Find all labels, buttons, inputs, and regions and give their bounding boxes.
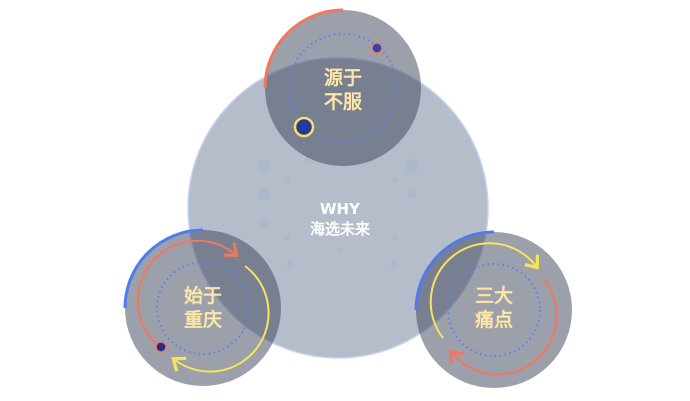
center-title: WHY — [320, 200, 361, 218]
node-top-line2: 不服 — [324, 91, 363, 113]
orbit-dot-icon — [155, 341, 167, 353]
node-top-line1: 源于 — [324, 66, 362, 89]
node-left-line1: 始于 — [184, 284, 222, 307]
node-right-line1: 三大 — [475, 284, 513, 307]
node-left-line2: 重庆 — [184, 308, 222, 331]
node-left: 始于 重庆 — [123, 228, 281, 386]
orbit-dot-icon — [371, 42, 383, 54]
dot-pattern — [257, 157, 419, 269]
node-right: 三大 痛点 — [414, 230, 572, 388]
center-subtitle: 海选未来 — [310, 220, 371, 238]
orbit-dot-icon — [293, 116, 315, 138]
node-top: 源于 不服 — [263, 8, 421, 166]
node-right-line2: 痛点 — [475, 308, 513, 331]
